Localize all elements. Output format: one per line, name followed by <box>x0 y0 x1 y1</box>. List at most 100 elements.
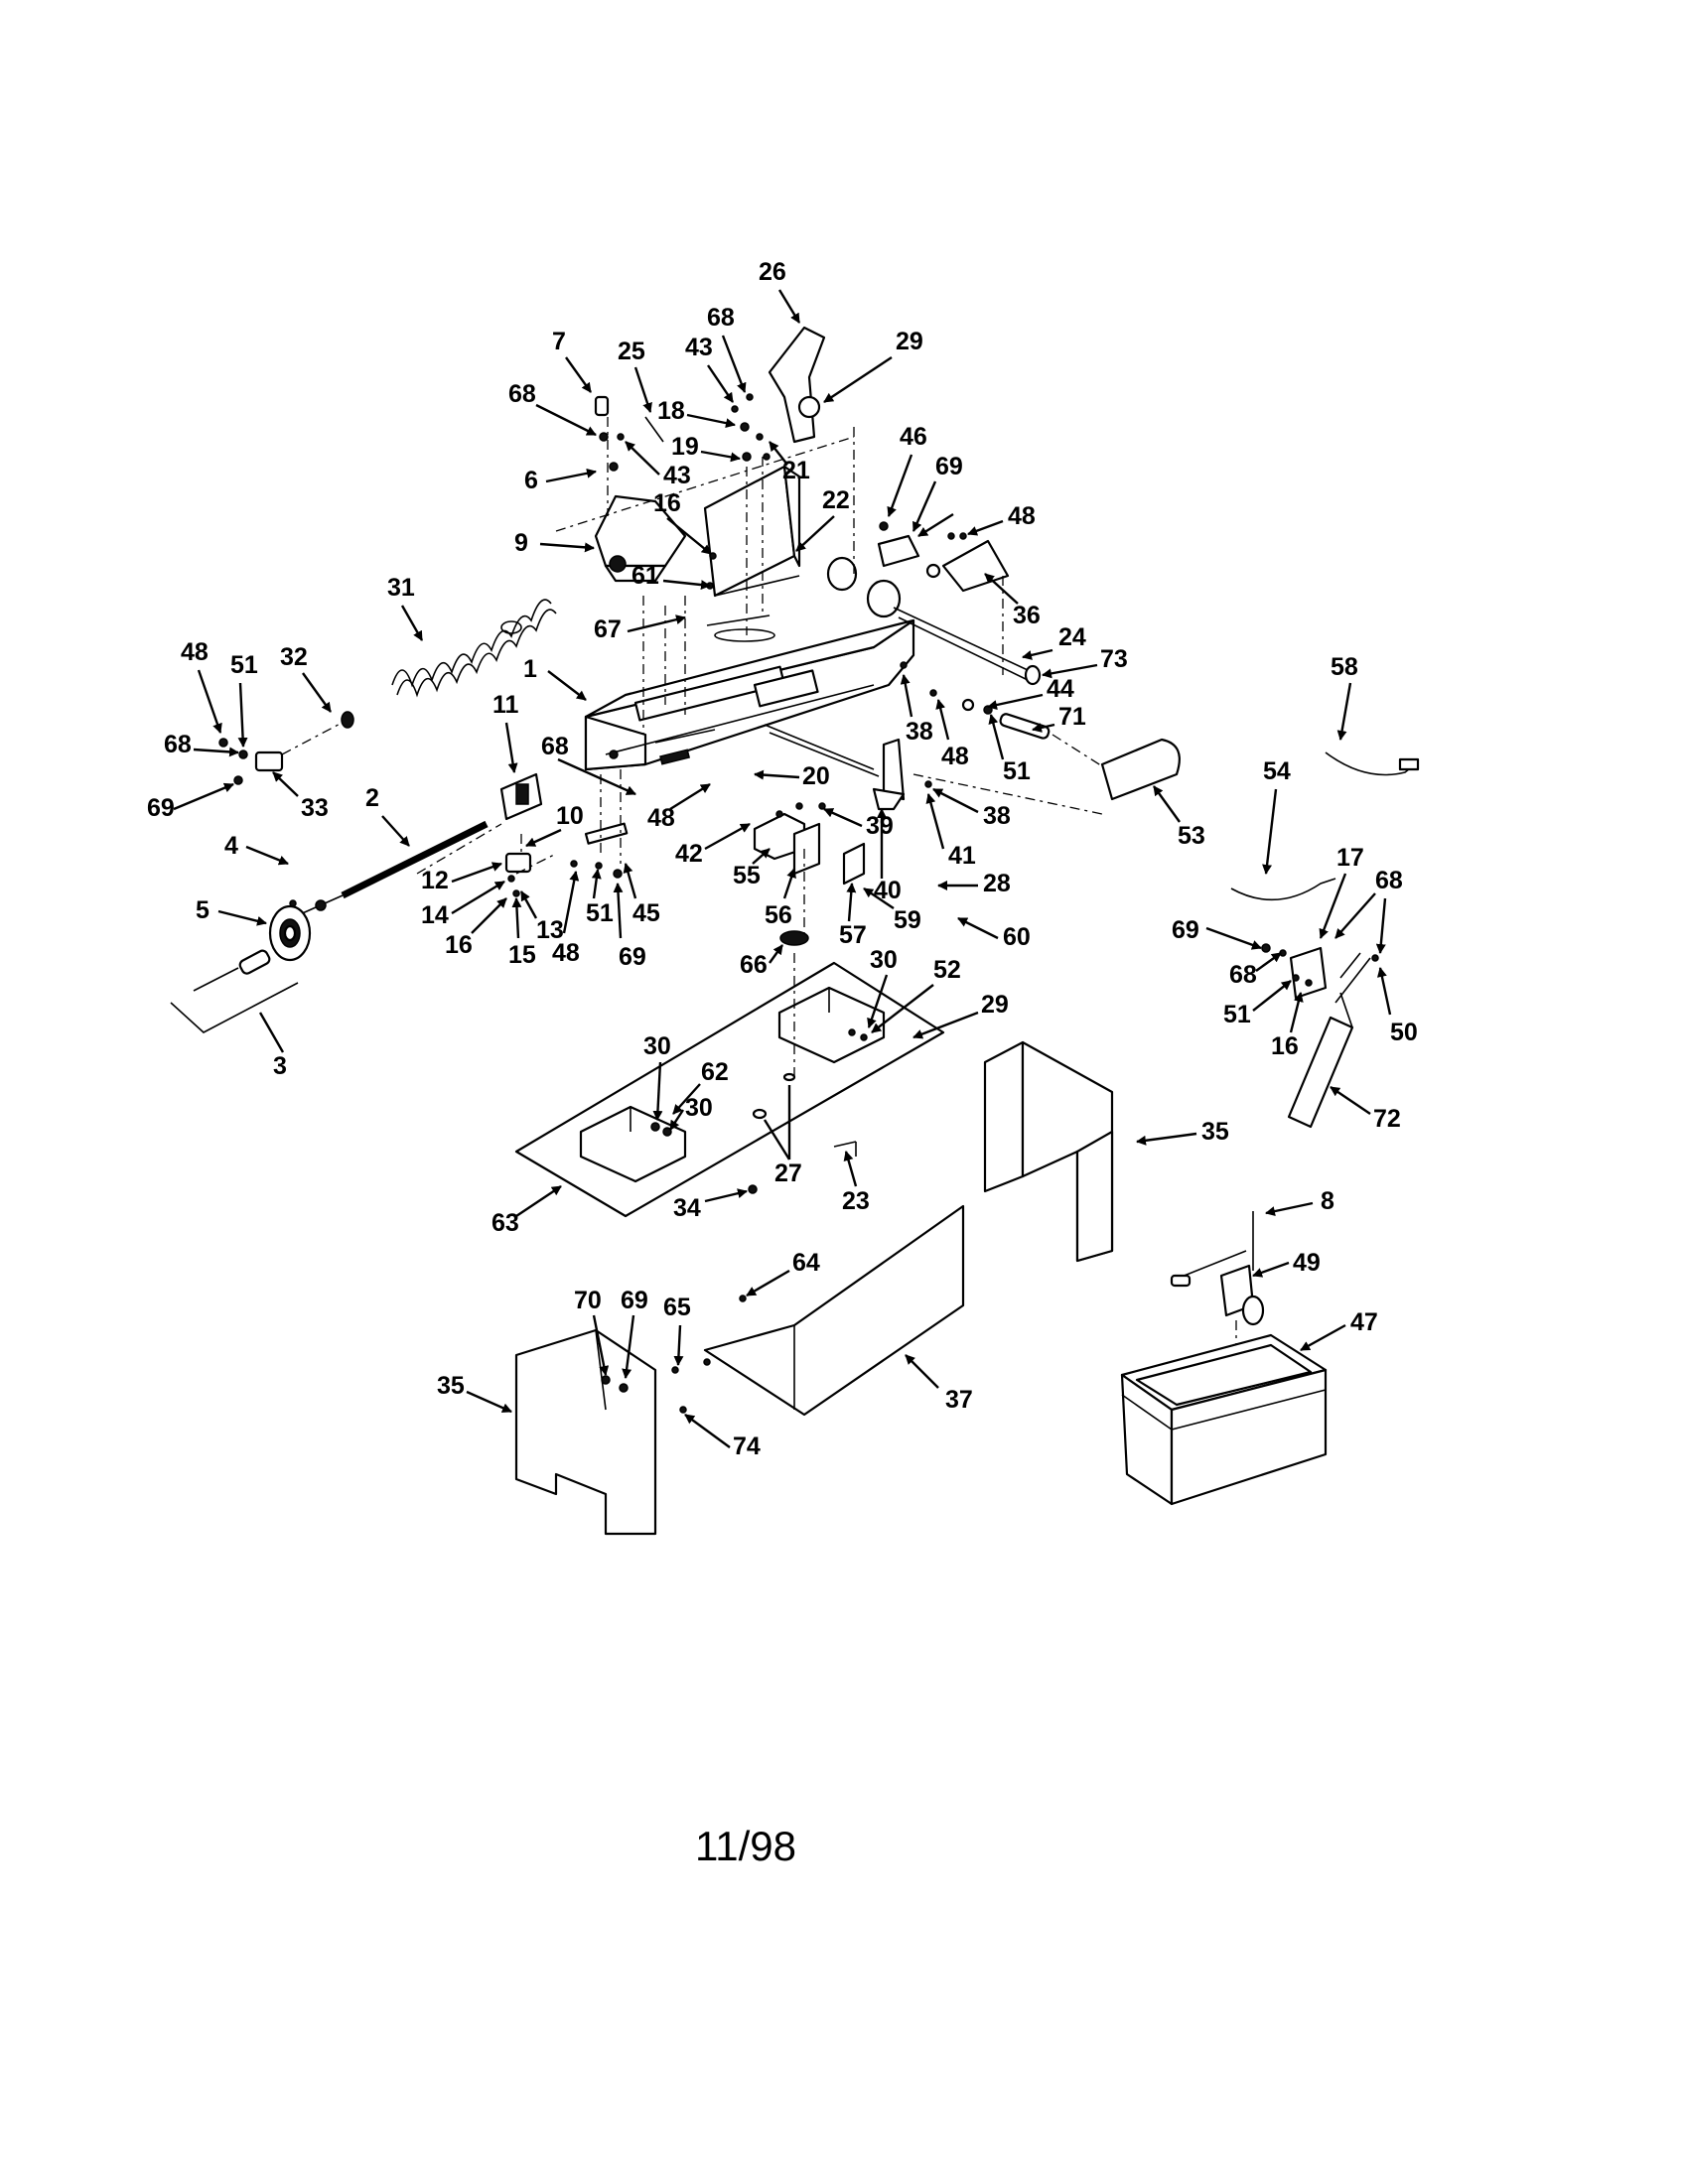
callout-label: 48 <box>552 939 580 967</box>
center-lines <box>416 417 1103 1082</box>
callout-51b: 51 <box>586 869 614 927</box>
callout-label: 37 <box>945 1386 973 1414</box>
callout-53: 54 <box>1262 757 1291 875</box>
chip-tray <box>703 1204 965 1417</box>
callout-label: 68 <box>164 731 192 758</box>
callout-16a: 16 <box>445 897 507 959</box>
rear-rod <box>764 724 880 777</box>
callout-38b: 38 <box>932 787 1011 830</box>
callout-45: 45 <box>623 863 660 927</box>
callouts: 1 2 3 4 5 6 7 8 9 10 11 12 13 14 15 16 1… <box>147 258 1418 1460</box>
callout-label: 69 <box>619 943 646 971</box>
callout-label: 74 <box>733 1433 761 1460</box>
callout-16c: 16 <box>1271 992 1304 1060</box>
callout-48d: 48 <box>935 699 969 770</box>
wheel-handle <box>170 949 299 1033</box>
rear-fence <box>703 465 801 598</box>
callout-label: 26 <box>759 258 786 286</box>
belt-guard <box>1100 738 1181 801</box>
callout-label: 7 <box>552 328 566 355</box>
callout-7: 7 <box>552 328 592 393</box>
callout-label: 68 <box>508 380 536 408</box>
callout-58: 59 <box>863 887 921 934</box>
callout-65: 66 <box>740 944 783 979</box>
callout-31: 31 <box>387 574 424 641</box>
callout-label: 73 <box>1100 645 1128 673</box>
callout-40: 40 <box>874 808 902 904</box>
handwheel <box>268 899 312 962</box>
callout-2: 2 <box>365 784 410 847</box>
callout-22: 22 <box>795 486 850 552</box>
handle-arm <box>768 326 826 444</box>
coolant-pump <box>1170 1211 1265 1390</box>
callout-label: 30 <box>870 946 898 974</box>
callout-label: 67 <box>594 615 622 643</box>
slider-parts <box>504 769 629 897</box>
callout-label: 14 <box>421 901 449 929</box>
callout-51c: 51 <box>988 714 1031 785</box>
callout-17: 17 <box>1319 844 1364 939</box>
callout-70: 71 <box>1032 703 1086 733</box>
callout-62: 63 <box>491 1185 562 1237</box>
callout-38a: 38 <box>900 674 933 746</box>
callout-label: 63 <box>491 1209 519 1237</box>
callout-66: 67 <box>594 614 686 643</box>
callout-50: 50 <box>1376 967 1418 1046</box>
callout-48b: 48 <box>647 782 711 832</box>
callout-label: 23 <box>842 1187 870 1215</box>
callout-24: 24 <box>1022 623 1086 660</box>
callout-label: 54 <box>1263 757 1291 785</box>
callout-label: 28 <box>983 870 1011 897</box>
callout-label: 22 <box>822 486 850 514</box>
callout-label: 16 <box>1271 1032 1299 1060</box>
callout-33: 33 <box>272 771 329 822</box>
callout-29b: 29 <box>912 991 1009 1039</box>
callout-32: 32 <box>280 643 332 713</box>
callout-68a: 68 <box>508 380 597 437</box>
callout-46: 46 <box>887 423 927 517</box>
callout-label: 48 <box>181 638 209 666</box>
callout-label: 15 <box>508 941 536 969</box>
callout-label: 51 <box>1003 757 1031 785</box>
callout-label: 17 <box>1336 844 1364 872</box>
callout-label: 16 <box>445 931 473 959</box>
shaft-rollers <box>826 556 1042 686</box>
callout-label: 30 <box>643 1032 671 1060</box>
callout-68e: 68 <box>1334 867 1403 954</box>
callout-label: 29 <box>896 328 923 355</box>
base-plate <box>514 961 945 1218</box>
callout-label: 62 <box>701 1058 729 1086</box>
callout-label: 50 <box>1390 1019 1418 1046</box>
callout-73: 74 <box>684 1414 761 1460</box>
callout-69c: 69 <box>912 453 963 532</box>
callout-label: 69 <box>1172 916 1199 944</box>
callout-69e: 70 <box>574 1287 610 1376</box>
callout-label: 35 <box>1201 1118 1229 1146</box>
callout-13: 13 <box>519 890 564 944</box>
callout-48e: 48 <box>967 502 1036 536</box>
callout-30b: 30 <box>668 1094 713 1131</box>
left-bracket <box>218 711 354 785</box>
callout-label: 69 <box>935 453 963 480</box>
callout-label: 18 <box>657 397 685 425</box>
callout-label: 68 <box>1375 867 1403 894</box>
hydraulic-cylinder <box>1261 943 1379 1129</box>
callout-20: 20 <box>754 762 830 790</box>
spring <box>391 599 557 698</box>
callout-44: 44 <box>987 675 1074 710</box>
callout-label: 69 <box>621 1287 648 1314</box>
callout-68d: 68 <box>1229 952 1282 989</box>
callout-68c: 68 <box>164 731 239 758</box>
callout-label: 5 <box>196 896 210 924</box>
callout-label: 65 <box>663 1294 691 1321</box>
lead-screw <box>297 820 489 916</box>
callout-19: 19 <box>671 433 741 463</box>
callout-label: 31 <box>387 574 415 602</box>
callout-69a: 69 <box>147 782 234 822</box>
callout-21: 21 <box>769 441 810 484</box>
callout-35b: 35 <box>437 1372 512 1414</box>
callout-16b: 16 <box>653 489 712 555</box>
lever <box>842 661 932 886</box>
callout-10: 10 <box>525 802 584 848</box>
